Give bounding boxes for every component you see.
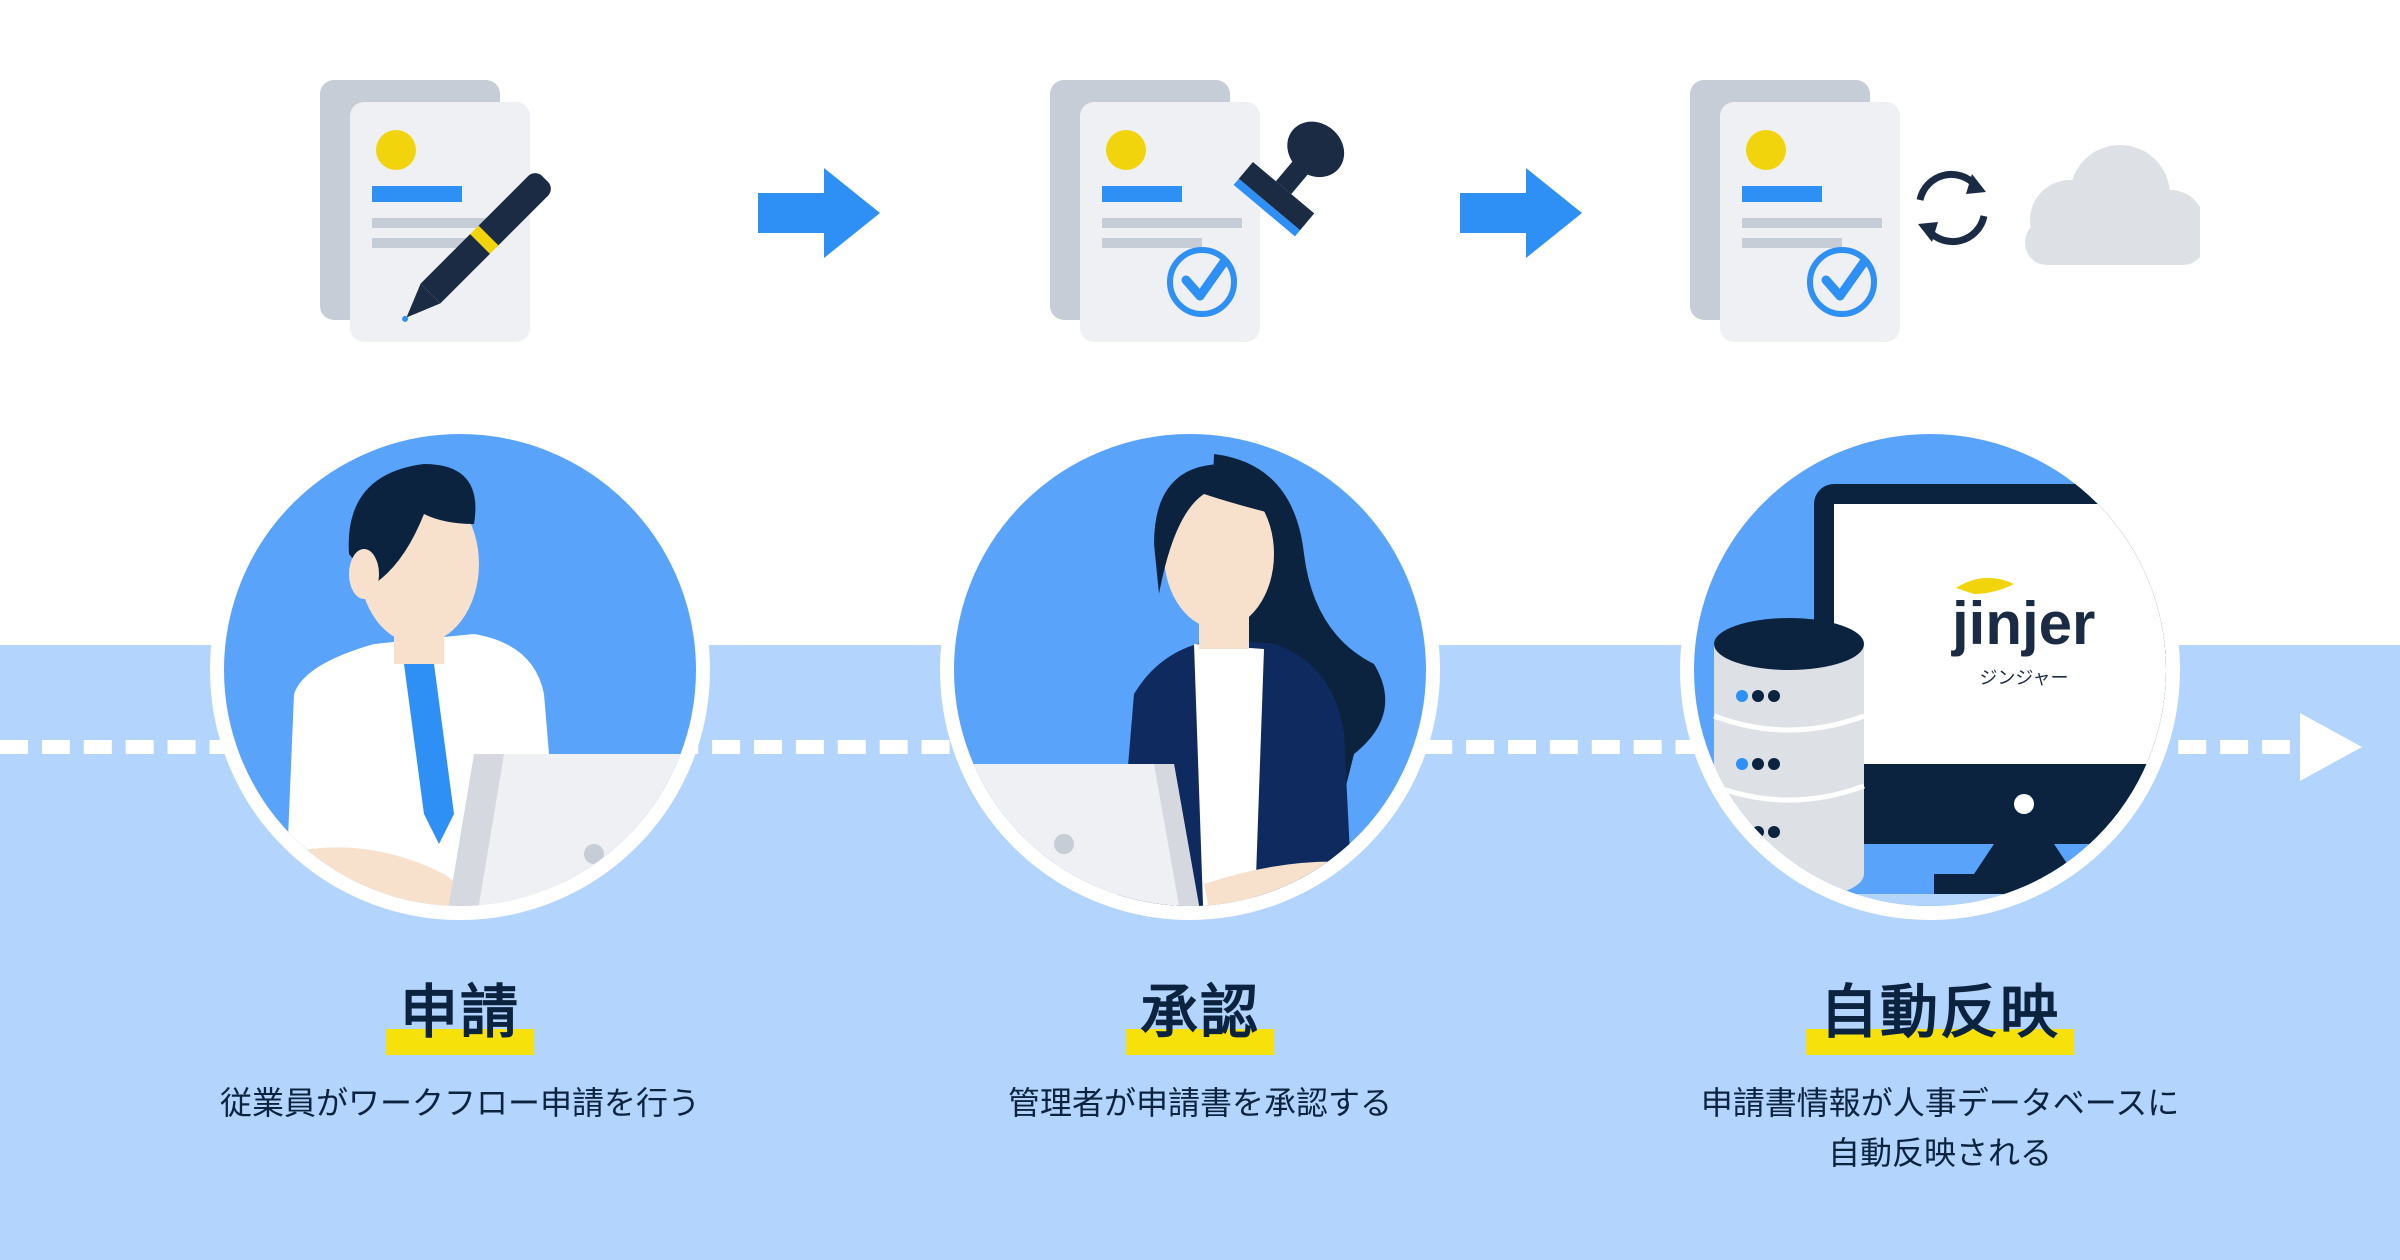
flow-arrow-1 [758, 168, 880, 258]
cloud-icon [2025, 145, 2200, 265]
flow-arrow-2 [1460, 168, 1582, 258]
jinjer-logo-sub: ジンジャー [1979, 668, 2068, 689]
step-3-description-line-1: 申請書情報が人事データベースに [1700, 1084, 2180, 1122]
step-1-description: 従業員がワークフロー申請を行う [219, 1084, 700, 1122]
timeline-arrowhead [2300, 713, 2362, 781]
document-sync-cloud-icon [1690, 80, 2200, 342]
scene-manager [940, 420, 1440, 920]
jinjer-logo: jinjer [1951, 590, 2095, 657]
step-2-description: 管理者が申請書を承認する [1007, 1084, 1392, 1122]
step-3-description-line-2: 自動反映される [1827, 1134, 2052, 1172]
scene-hr-database: jinjer ジンジャー [1680, 420, 2180, 920]
step-3-description: 申請書情報が人事データベースに 自動反映される [1590, 1078, 2290, 1178]
document-stamp-icon [1050, 80, 1345, 342]
document-pen-icon [320, 80, 551, 342]
step-3-title: 自動反映 [1640, 965, 2240, 1055]
scene-employee [210, 420, 710, 920]
database-icon [1713, 618, 1865, 900]
sync-icon [1916, 170, 1988, 246]
step-1-title: 申請 [160, 965, 760, 1055]
step-2-title: 承認 [900, 965, 1500, 1055]
